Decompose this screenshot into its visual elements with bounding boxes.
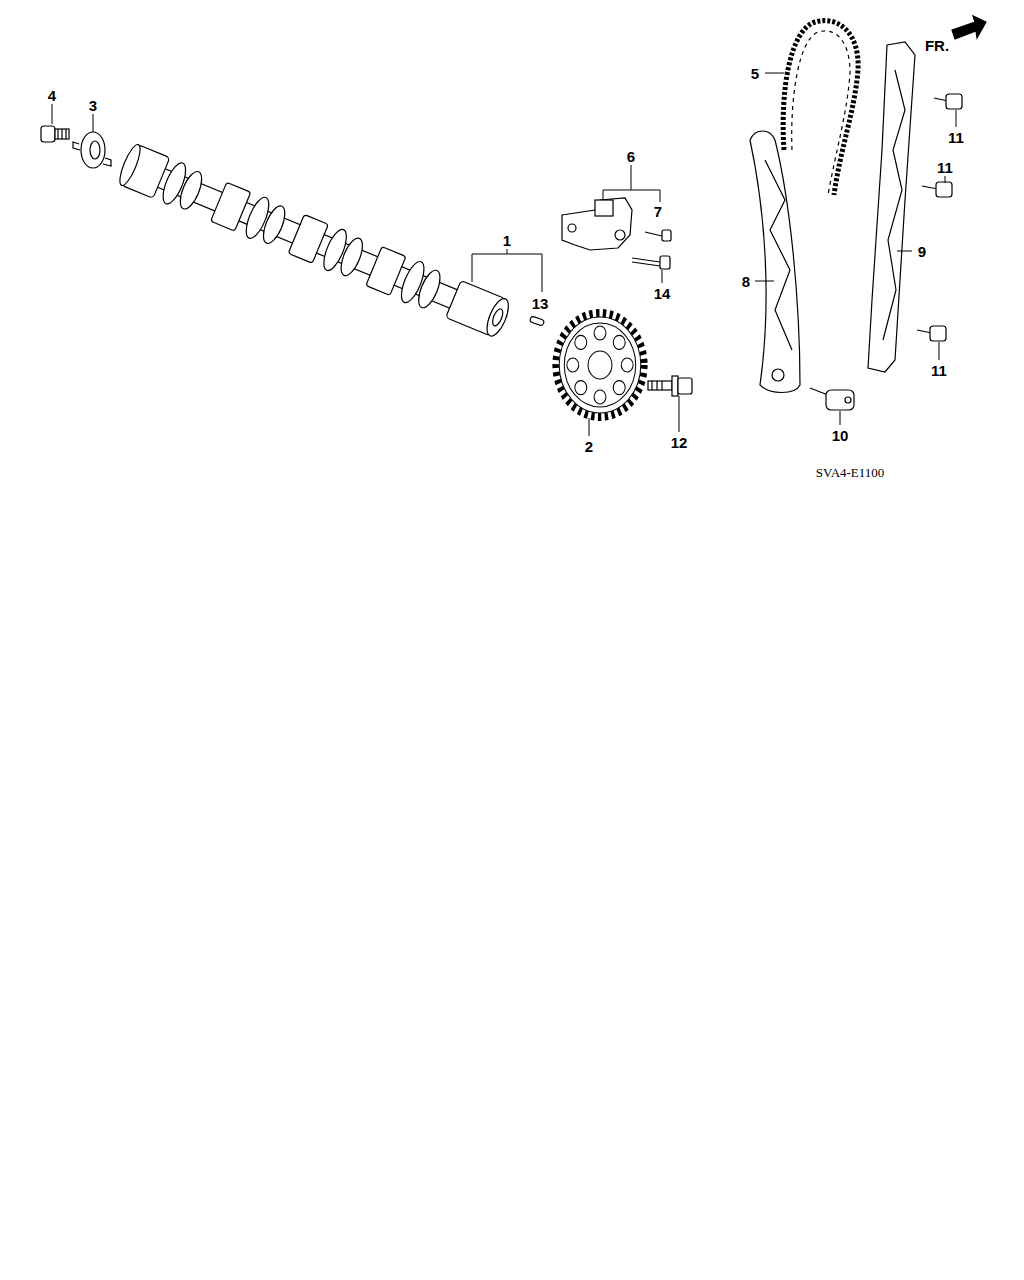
callout-number: 2 [583, 438, 595, 455]
callout-number: 11 [935, 159, 955, 176]
chain-guide [750, 131, 800, 393]
figure-code: SVA4-E1100 [814, 465, 887, 480]
callout-number: 12 [669, 434, 690, 451]
dowel-pin [529, 316, 544, 326]
bolt [934, 94, 962, 109]
callout-number: 7 [652, 203, 664, 220]
front-arrow [952, 16, 986, 39]
callout-number: 9 [916, 243, 928, 260]
tensioner [562, 198, 632, 250]
callout-number: 11 [946, 129, 966, 146]
thrust-plate [73, 132, 111, 168]
callout-number: 6 [625, 148, 637, 165]
callout-number: 4 [46, 87, 58, 104]
callout-number: 5 [749, 65, 761, 82]
bolt [632, 256, 670, 269]
bolt [922, 182, 952, 197]
timing-chain [783, 21, 858, 195]
cap-bolt [41, 126, 69, 142]
bolt [645, 230, 671, 241]
leader-lines [52, 73, 956, 436]
chain-guide-rib [765, 160, 792, 381]
pivot-bolt [810, 388, 854, 410]
callout-number: 14 [652, 285, 673, 302]
callout-number: 1 [501, 232, 513, 249]
camshaft [116, 142, 513, 340]
callout-number: 13 [530, 295, 551, 312]
callout-number: 11 [929, 362, 949, 379]
chain-guide-rib [883, 70, 905, 340]
callout-number: 3 [87, 97, 99, 114]
bolt [917, 326, 946, 341]
cam-sprocket [556, 313, 644, 417]
bolt [648, 376, 692, 396]
callout-number: 10 [830, 427, 851, 444]
callout-number: 8 [740, 273, 752, 290]
direction-label: FR. [923, 37, 951, 54]
chain-guide [868, 42, 915, 372]
